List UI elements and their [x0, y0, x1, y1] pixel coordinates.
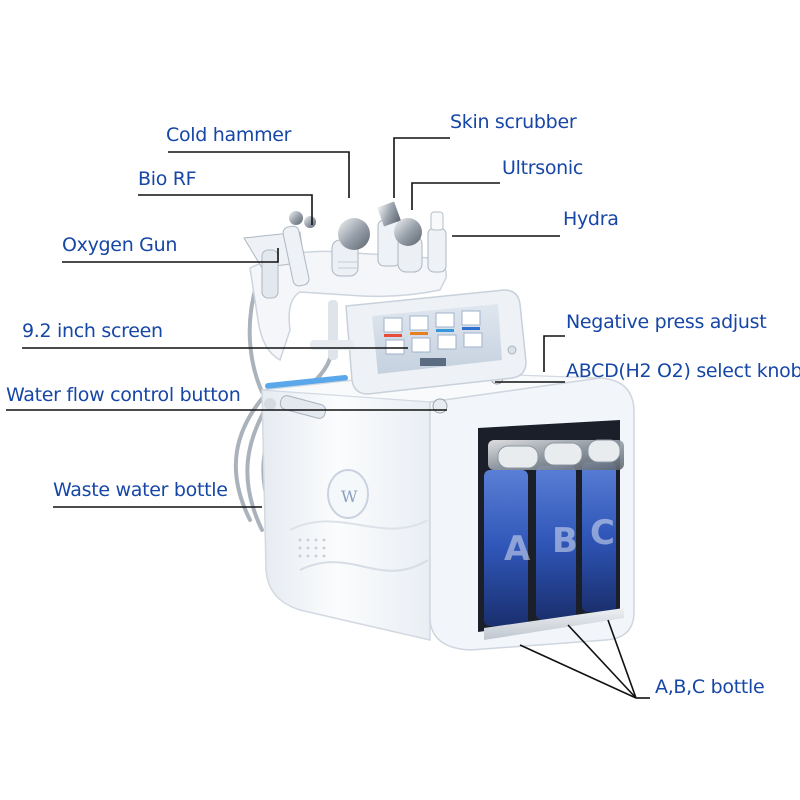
svg-text:W: W: [341, 487, 358, 506]
cold-hammer-handpiece[interactable]: [331, 218, 370, 277]
bottle-b: [536, 466, 576, 620]
bottle-c-label: C: [590, 513, 615, 553]
bio-rf-handpiece[interactable]: [282, 211, 316, 287]
leader-lines: [6, 137, 650, 699]
label-select-knob: ABCD(H2 O2) select knob: [566, 360, 800, 382]
screen-tile[interactable]: [409, 315, 429, 331]
label-abc-bottle: A,B,C bottle: [655, 676, 765, 698]
screen-tile[interactable]: [463, 332, 483, 348]
water-flow-knob[interactable]: [432, 398, 448, 414]
label-cold-hammer: Cold hammer: [166, 124, 292, 146]
ultrasonic-handpiece[interactable]: [394, 218, 423, 273]
label-oxygen-gun: Oxygen Gun: [62, 234, 178, 256]
label-skin-scrubber: Skin scrubber: [450, 111, 577, 133]
label-hydra: Hydra: [563, 208, 619, 230]
label-ultrasonic: Ultrsonic: [502, 157, 584, 179]
screen-tile[interactable]: [461, 310, 481, 326]
bottle-compartment: A B C: [478, 420, 624, 640]
bottle-a-label: A: [504, 529, 531, 569]
label-negative-press: Negative press adjust: [566, 311, 767, 333]
screen-tile[interactable]: [385, 339, 405, 355]
home-button[interactable]: [507, 345, 517, 355]
screen-tile[interactable]: [411, 337, 431, 353]
bottle-cap-b[interactable]: [543, 442, 583, 466]
bottle-cap-a[interactable]: [497, 445, 539, 469]
bottle-b-label: B: [552, 521, 578, 561]
screen-tile[interactable]: [435, 312, 455, 328]
screen-tile[interactable]: [383, 317, 403, 333]
hose-connector: [264, 395, 327, 419]
bottle-a: [484, 470, 528, 626]
label-bio-rf: Bio RF: [138, 168, 197, 190]
bottle-c: [582, 462, 616, 612]
screen-tile[interactable]: [437, 334, 457, 350]
bottle-cap-c[interactable]: [587, 439, 621, 463]
label-waste-bottle: Waste water bottle: [53, 479, 228, 501]
hydra-handpiece[interactable]: [427, 211, 447, 273]
label-screen: 9.2 inch screen: [22, 320, 163, 342]
label-water-flow: Water flow control button: [6, 384, 241, 406]
handpieces: [243, 201, 447, 299]
screen-button[interactable]: [420, 358, 446, 366]
touch-screen-unit: [345, 289, 527, 395]
